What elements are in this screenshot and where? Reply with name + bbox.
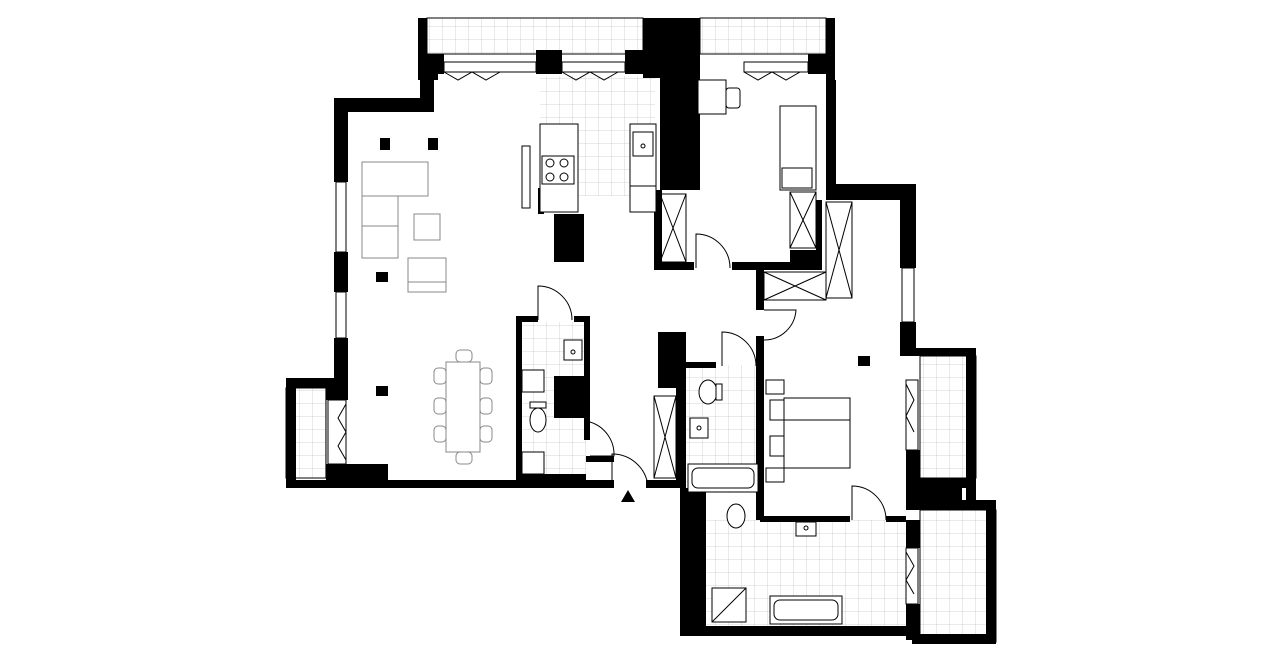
kitchen-counter (539, 123, 579, 213)
window-east-lower (905, 547, 919, 605)
desk (697, 79, 727, 115)
wc-fixtures (521, 339, 583, 475)
north-balcony-left (426, 17, 644, 55)
window-west-lower (335, 291, 347, 339)
door-entrance (611, 453, 649, 487)
bathroom-fixtures (687, 379, 843, 625)
entrance-door-frame (608, 480, 652, 488)
door-bathroom (721, 331, 757, 367)
window-sashes (337, 71, 915, 595)
door-hall (763, 309, 797, 341)
window-north-1 (443, 61, 537, 73)
wc-toilet-tank (529, 401, 547, 409)
washing-machine (521, 369, 545, 393)
master-bedroom-furniture (765, 379, 851, 483)
armchair (407, 257, 447, 293)
wardrobes (653, 191, 853, 479)
living-furniture (361, 161, 493, 465)
bar-stool-rail (521, 145, 531, 209)
window-east-mid (905, 379, 919, 451)
north-balcony-right (699, 17, 827, 55)
east-balcony-lower (919, 509, 997, 643)
bedroom-2-furniture (697, 79, 817, 191)
coffee-table (413, 213, 441, 241)
door-wc (537, 285, 573, 321)
dining-table (445, 361, 481, 453)
nightstand-top (765, 379, 785, 395)
main-bath-toilet-icon (726, 503, 746, 529)
kitchen-sink-icon (632, 131, 654, 157)
wc-toilet-icon (529, 407, 547, 433)
entrance-marker-icon (621, 490, 635, 502)
window-north-3 (743, 61, 809, 73)
wc-cabinet (521, 451, 545, 475)
window-west-upper (335, 181, 347, 253)
bed (783, 397, 851, 469)
kitchen-side-counter (629, 123, 657, 213)
door-storage (589, 421, 615, 457)
kitchen (521, 123, 657, 213)
doors (537, 233, 887, 521)
nightstand-bottom (765, 467, 785, 483)
cooktop (541, 155, 575, 185)
window-east-upper (901, 267, 915, 323)
window-north-2 (561, 61, 626, 73)
windows (327, 61, 919, 605)
walls (286, 18, 996, 644)
desk-chair (725, 87, 741, 109)
door-main-bath (851, 485, 887, 521)
door-bedroom-2 (695, 233, 731, 269)
bathroom-toilet-icon (698, 379, 718, 405)
